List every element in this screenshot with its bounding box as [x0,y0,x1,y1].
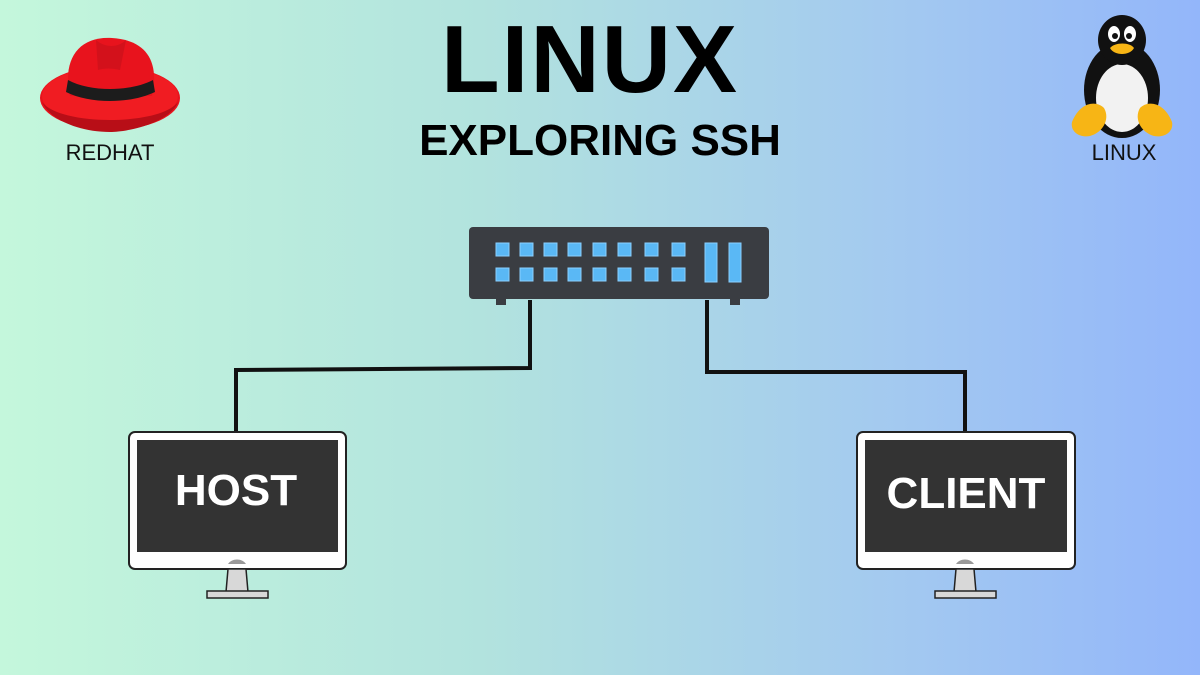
monitor-icon [856,431,1076,599]
redhat-fedora-icon [40,37,180,132]
host-monitor: HOST [128,431,347,599]
host-connection-line [234,300,532,432]
page-subtitle: EXPLORING SSH [419,116,781,165]
client-label: CLIENT [887,469,1046,518]
network-switch-icon [469,227,769,305]
switch-ports [495,242,742,283]
redhat-label: REDHAT [66,140,155,165]
redhat-logo: REDHAT [40,37,180,165]
monitor-icon [128,431,347,599]
host-label: HOST [175,466,297,515]
linux-label: LINUX [1092,140,1157,165]
linux-tux-penguin-icon [1071,15,1173,138]
connection-lines [234,300,967,432]
page-title: LINUX [441,6,739,113]
client-monitor: CLIENT [856,431,1076,599]
client-connection-line [705,300,967,432]
linux-logo: LINUX [1071,15,1173,165]
